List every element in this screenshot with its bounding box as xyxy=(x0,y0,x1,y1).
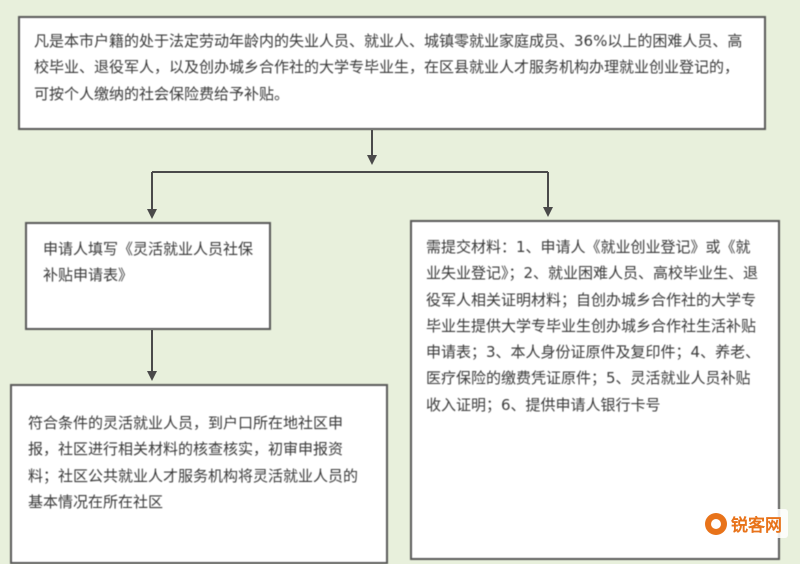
watermark: 锐客网 xyxy=(699,509,788,538)
application-form-box: 申请人填写《灵活就业人员社保补贴申请表》 xyxy=(25,222,271,330)
community-review-text: 符合条件的灵活就业人员，到户口所在地社区申报，社区进行相关材料的核查核实，初审申… xyxy=(28,414,359,511)
required-materials-box: 需提交材料：1、申请人《就业创业登记》或《就业失业登记》；2、就业困难人员、高校… xyxy=(410,220,780,560)
eligibility-text: 凡是本市户籍的处于法定劳动年龄内的失业人员、就业人、城镇零就业家庭成员、36%以… xyxy=(34,32,743,103)
required-materials-text: 需提交材料：1、申请人《就业创业登记》或《就业失业登记》；2、就业困难人员、高校… xyxy=(426,238,761,414)
community-review-box: 符合条件的灵活就业人员，到户口所在地社区申报，社区进行相关材料的核查核实，初审申… xyxy=(10,384,388,564)
flow-connectors xyxy=(147,130,553,381)
watermark-text: 锐客网 xyxy=(731,516,782,536)
eligibility-box: 凡是本市户籍的处于法定劳动年龄内的失业人员、就业人、城镇零就业家庭成员、36%以… xyxy=(18,16,766,130)
watermark-logo-icon xyxy=(705,512,727,535)
application-form-text: 申请人填写《灵活就业人员社保补贴申请表》 xyxy=(43,240,254,285)
